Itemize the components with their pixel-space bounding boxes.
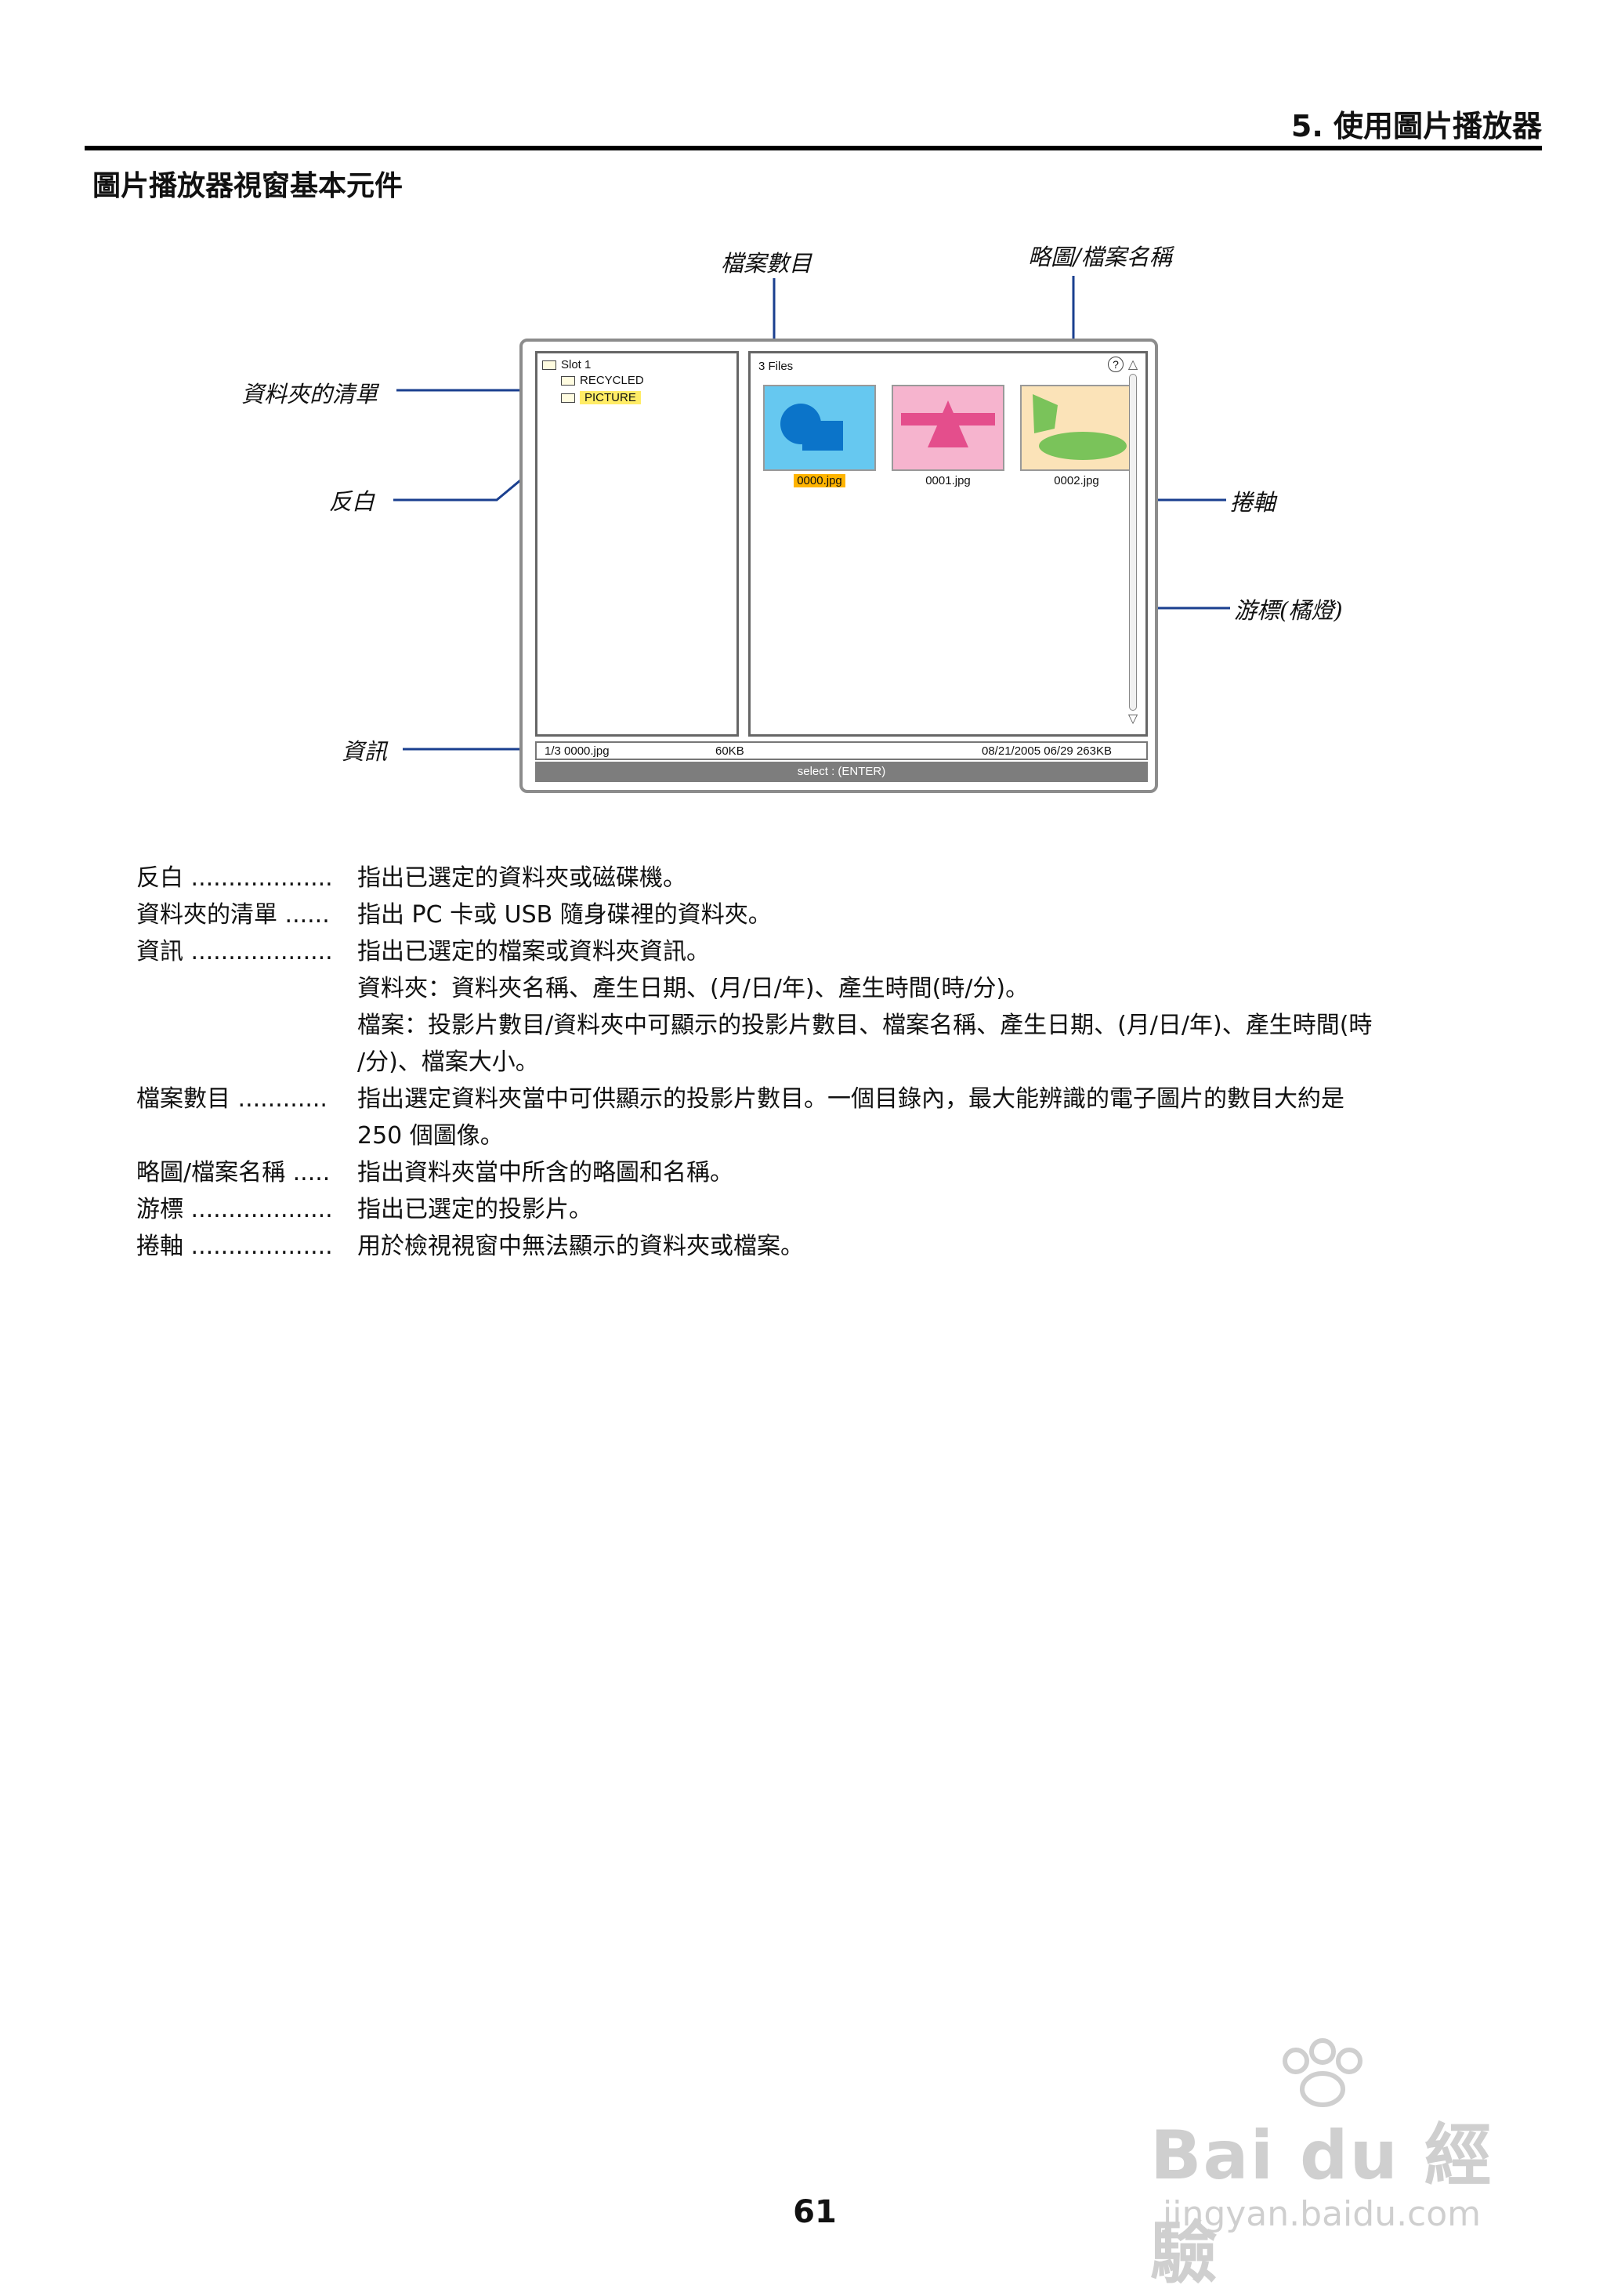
definition-term-scroll: 捲軸 ................... bbox=[136, 1233, 333, 1260]
folder-list-pane: Slot 1 RECYCLED PICTURE bbox=[535, 351, 739, 737]
info-position: 1/3 0000.jpg bbox=[545, 744, 610, 758]
definition-term-thumbnail: 略圖/檔案名稱 ..... bbox=[136, 1159, 331, 1186]
definition-text-info-folder: 資料夾：資料夾名稱、產生日期、(月/日/年)、產生時間(時/分)。 bbox=[357, 975, 1030, 1002]
thumbnail[interactable] bbox=[892, 385, 1004, 471]
thumbnail-label-selected: 0000.jpg bbox=[763, 474, 876, 487]
chapter-title: 5. 使用圖片播放器 bbox=[1290, 109, 1542, 143]
definition-text-info-file-cont: /分)、檔案大小。 bbox=[357, 1048, 539, 1076]
tree-label-picture: PICTURE bbox=[580, 391, 641, 404]
thumbnail-label: 0002.jpg bbox=[1054, 474, 1099, 487]
help-icon[interactable]: ? bbox=[1108, 357, 1124, 372]
callout-thumbnail-filename: 略圖/檔案名稱 bbox=[1028, 244, 1172, 270]
cursor-highlight: 0000.jpg bbox=[794, 474, 845, 487]
tree-item-recycled[interactable]: RECYCLED bbox=[561, 374, 644, 387]
callout-scroll: 捲軸 bbox=[1230, 489, 1276, 516]
definition-text-thumbnail: 指出資料夾當中所含的略圖和名稱。 bbox=[357, 1159, 733, 1186]
callout-file-count: 檔案數目 bbox=[721, 250, 812, 277]
definition-term-info: 資訊 ................... bbox=[136, 938, 333, 965]
folder-icon bbox=[561, 393, 575, 404]
callout-info: 資訊 bbox=[342, 738, 388, 765]
definition-text-file-count: 指出選定資料夾當中可供顯示的投影片數目。一個目錄內，最大能辨識的電子圖片的數目大… bbox=[357, 1085, 1344, 1113]
watermark-url: jingyan.baidu.com bbox=[1163, 2194, 1482, 2234]
info-size: 60KB bbox=[715, 744, 744, 758]
file-pane: 3 Files ? 0000.jpg 0001.jpg 0002.jpg △ bbox=[748, 351, 1148, 737]
select-bar: select : (ENTER) bbox=[535, 762, 1148, 782]
definition-text-scroll: 用於檢視視窗中無法顯示的資料夾或檔案。 bbox=[357, 1233, 804, 1260]
info-bar: 1/3 0000.jpg 60KB 08/21/2005 06/29 263KB bbox=[535, 741, 1148, 760]
header-rule bbox=[85, 146, 1542, 150]
definition-term-file-count: 檔案數目 ............ bbox=[136, 1085, 328, 1113]
scroll-down-icon[interactable]: ▽ bbox=[1127, 712, 1138, 726]
tree-label-recycled: RECYCLED bbox=[580, 374, 644, 387]
page-number: 61 bbox=[793, 2194, 837, 2230]
definition-term-reverse: 反白 ................... bbox=[136, 864, 333, 892]
definition-term-cursor: 游標 ................... bbox=[136, 1196, 333, 1223]
definition-text-info-file: 檔案：投影片數目/資料夾中可顯示的投影片數目、檔案名稱、產生日期、(月/日/年)… bbox=[357, 1012, 1373, 1039]
thumbnail-image bbox=[1033, 394, 1127, 460]
tree-label-slot: Slot 1 bbox=[561, 358, 592, 371]
callout-reverse: 反白 bbox=[329, 488, 375, 515]
callout-cursor: 游標(橘燈) bbox=[1234, 597, 1343, 624]
thumbnail[interactable] bbox=[763, 385, 876, 471]
definition-text-file-count-cont: 250 個圖像。 bbox=[357, 1122, 504, 1150]
scrollbar[interactable]: △ ▽ bbox=[1127, 357, 1139, 730]
watermark-brand: Bai du 經驗 bbox=[1150, 2117, 1493, 2293]
definition-term-folder-list: 資料夾的清單 ...... bbox=[136, 901, 330, 929]
files-count: 3 Files bbox=[758, 360, 794, 373]
watermark: Bai du 經驗 jingyan.baidu.com bbox=[1150, 2037, 1542, 2293]
definition-text-reverse: 指出已選定的資料夾或磁碟機。 bbox=[357, 864, 686, 892]
drive-icon bbox=[542, 360, 556, 371]
thumbnail-image bbox=[780, 404, 843, 451]
tree-item-picture[interactable]: PICTURE bbox=[561, 391, 641, 404]
thumbnail[interactable] bbox=[1020, 385, 1133, 471]
definition-text-cursor: 指出已選定的投影片。 bbox=[357, 1196, 592, 1223]
definition-text-info: 指出已選定的檔案或資料夾資訊。 bbox=[357, 938, 710, 965]
callout-folder-list: 資料夾的清單 bbox=[241, 381, 378, 407]
definition-text-folder-list: 指出 PC 卡或 USB 隨身碟裡的資料夾。 bbox=[357, 901, 772, 929]
info-date: 08/21/2005 06/29 263KB bbox=[982, 744, 1112, 758]
thumbnail-label: 0001.jpg bbox=[925, 474, 971, 487]
thumbnail-image bbox=[901, 400, 995, 447]
folder-icon bbox=[561, 376, 575, 386]
scroll-up-icon[interactable]: △ bbox=[1127, 358, 1138, 371]
paw-icon bbox=[1283, 2038, 1362, 2107]
scroll-track[interactable] bbox=[1129, 374, 1137, 711]
section-title: 圖片播放器視窗基本元件 bbox=[92, 170, 404, 202]
tree-item-slot[interactable]: Slot 1 bbox=[542, 358, 591, 371]
picture-viewer-window: Slot 1 RECYCLED PICTURE 3 Files ? bbox=[519, 339, 1158, 793]
